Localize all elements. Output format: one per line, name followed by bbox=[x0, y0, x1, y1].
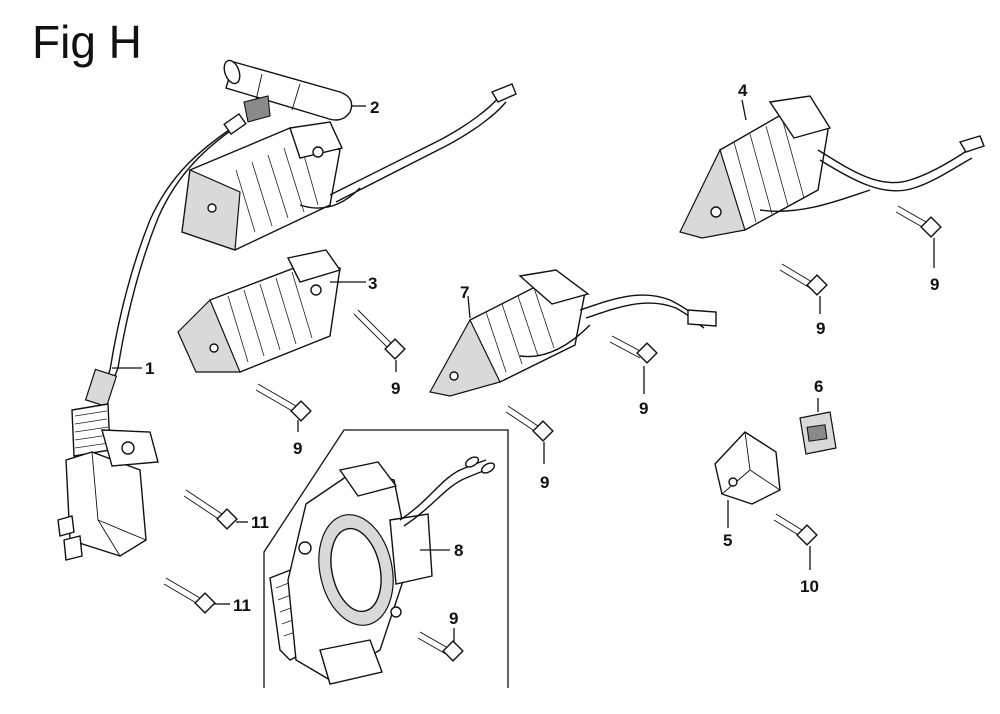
callout-6: 6 bbox=[814, 377, 823, 396]
callout-10: 10 bbox=[800, 577, 819, 596]
callout-5: 5 bbox=[723, 531, 732, 550]
callout-4: 4 bbox=[738, 81, 748, 100]
callout-labels: 1 2 3 4 5 6 7 8 9 9 9 9 9 9 9 10 11 11 bbox=[145, 81, 939, 628]
callout-11: 11 bbox=[233, 596, 251, 615]
part-upper-coil bbox=[181, 83, 517, 251]
inset-frame bbox=[263, 429, 509, 688]
bolt-set bbox=[112, 205, 942, 662]
figure-title: Fig H bbox=[32, 16, 142, 68]
callout-11: 11 bbox=[251, 513, 269, 532]
callout-7: 7 bbox=[460, 283, 469, 302]
callout-8: 8 bbox=[454, 541, 463, 560]
callout-9: 9 bbox=[293, 439, 302, 458]
callout-9: 9 bbox=[816, 319, 825, 338]
callout-9: 9 bbox=[540, 473, 549, 492]
part-ignition-coil bbox=[57, 112, 247, 561]
part-clip-6 bbox=[799, 398, 837, 455]
callout-9: 9 bbox=[930, 275, 939, 294]
callout-3: 3 bbox=[368, 274, 377, 293]
part-plug-cap bbox=[223, 59, 366, 123]
callout-9: 9 bbox=[391, 379, 400, 398]
callout-2: 2 bbox=[370, 98, 379, 117]
part-bracket-5 bbox=[714, 431, 781, 528]
part-coil-7 bbox=[429, 269, 717, 397]
part-coil-4 bbox=[679, 95, 985, 239]
part-stator-8 bbox=[269, 456, 496, 685]
callout-1: 1 bbox=[145, 359, 154, 378]
part-coil-3 bbox=[177, 249, 366, 373]
callout-9: 9 bbox=[639, 399, 648, 418]
callout-9: 9 bbox=[449, 609, 458, 628]
